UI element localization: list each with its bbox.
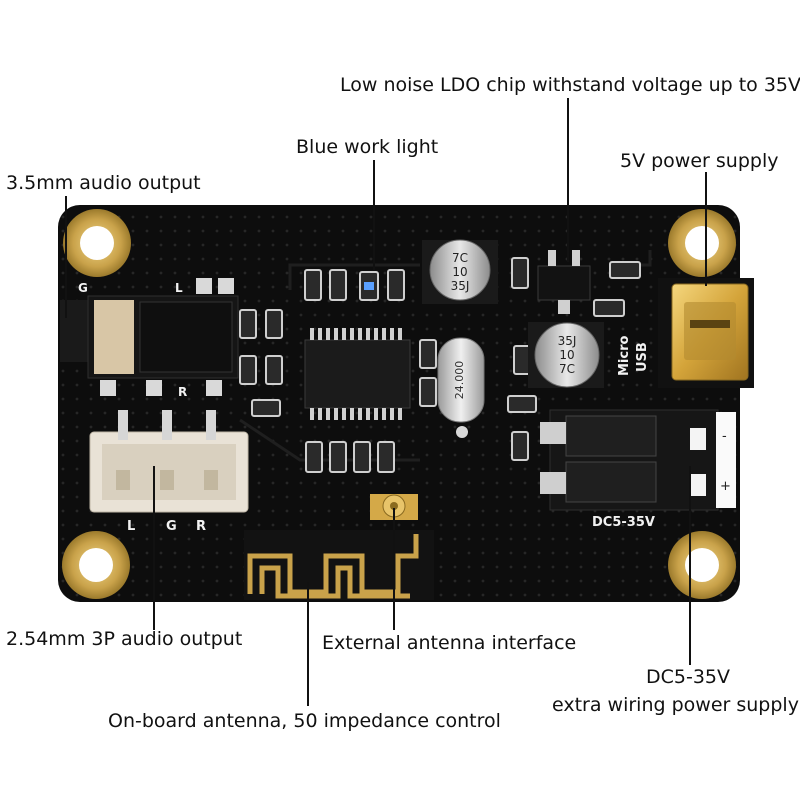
dc-line1-callout: DC5-35V [646, 666, 731, 688]
terminal-minus: - [722, 429, 727, 444]
dc-line2-callout: extra wiring power supply [552, 694, 799, 716]
blue-led [359, 271, 379, 301]
pin-l-silk: L [127, 519, 135, 534]
ext-antenna-callout: External antenna interface [322, 632, 577, 654]
audio-jack-3-5mm [60, 278, 239, 396]
jack-g-silk: G [78, 281, 88, 295]
crystal-label: 24.000 [453, 361, 466, 400]
jack-l-silk: L [175, 281, 183, 295]
audio-35mm-callout: 3.5mm audio output [6, 172, 201, 194]
jack-r-silk: R [178, 385, 187, 399]
pin-r-silk: R [196, 519, 206, 534]
mounting-hole-top-left [63, 209, 131, 277]
cap1-line1: 7C [452, 251, 468, 265]
ldo-chip [537, 250, 591, 314]
connector-3p [89, 410, 249, 513]
electrolytic-capacitor-1: 7C 10 35J [422, 239, 498, 304]
onboard-antenna-trace [244, 530, 434, 600]
crystal-oscillator: 24.000 [437, 337, 485, 438]
usb-silk: USB [635, 342, 650, 372]
cap2-line2: 10 [559, 348, 574, 362]
ldo-callout: Low noise LDO chip withstand voltage up … [340, 74, 800, 96]
mounting-hole-top-right [668, 209, 736, 277]
cap2-line3: 7C [559, 362, 575, 376]
screw-terminal-block [540, 409, 736, 511]
main-ic-chip [304, 328, 411, 420]
pin-g-silk: G [166, 519, 177, 534]
external-antenna-connector [370, 494, 418, 520]
micro-usb-port [658, 278, 754, 388]
blue-light-callout: Blue work light [296, 136, 439, 158]
mounting-hole-bottom-right [668, 531, 736, 599]
audio-3p-callout: 2.54mm 3P audio output [6, 628, 243, 650]
power-5v-callout: 5V power supply [620, 150, 779, 172]
electrolytic-capacitor-2: 35J 10 7C [528, 322, 604, 388]
terminal-plus: + [720, 479, 731, 494]
dc-range-silk: DC5-35V [592, 515, 655, 530]
micro-silk: Micro [617, 335, 632, 376]
onboard-antenna-callout: On-board antenna, 50 impedance control [108, 710, 501, 732]
mounting-hole-bottom-left [62, 531, 130, 599]
cap1-line3: 35J [451, 279, 470, 293]
cap1-line2: 10 [452, 265, 467, 279]
cap2-line1: 35J [558, 334, 577, 348]
callout-lines [65, 98, 707, 706]
